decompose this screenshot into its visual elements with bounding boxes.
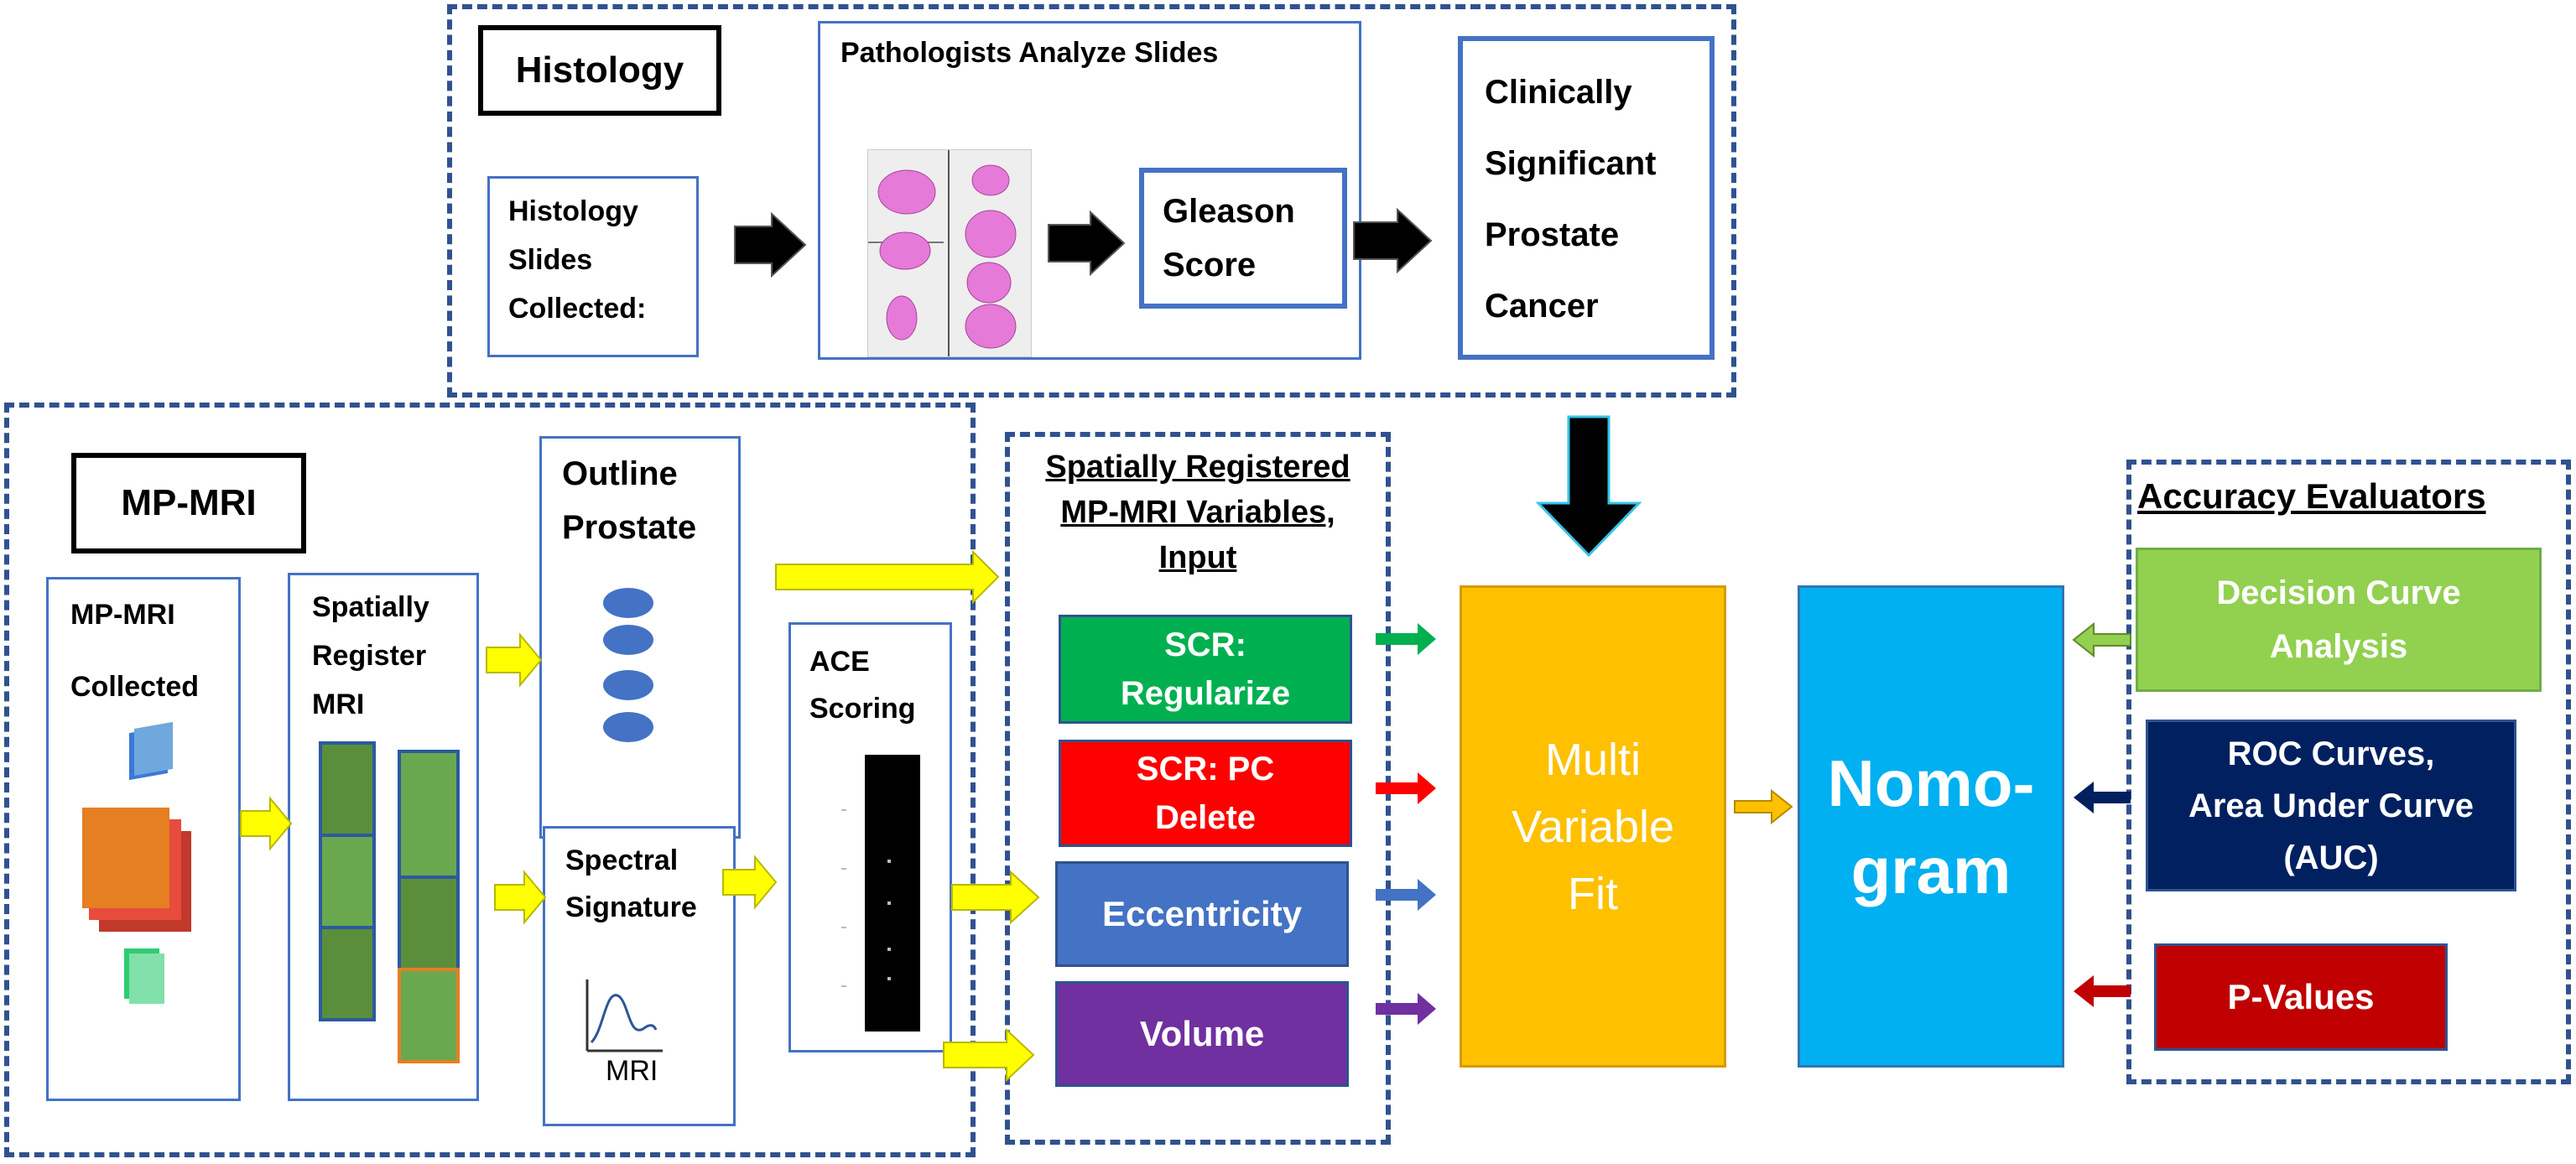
nomogram-box: Nomo- gram: [1798, 585, 2064, 1068]
prostate-outline-shapes: [603, 588, 653, 742]
nomogram-line: gram: [1850, 833, 2011, 907]
spectral-line: Signature: [565, 891, 697, 923]
ace-score-image: [841, 755, 920, 1031]
accuracy-line: Area Under Curve: [2188, 787, 2475, 824]
outline-prostate-box: Outline Prostate: [539, 436, 741, 839]
histology-slide-drawing: [868, 150, 1017, 356]
decision-curve-box: Decision Curve Analysis: [2136, 548, 2542, 692]
fit-line: Variable: [1511, 801, 1675, 852]
accuracy-line: (AUC): [2283, 839, 2379, 876]
registered-mri-image: [319, 741, 460, 1063]
clinical-line: Clinically: [1485, 74, 1632, 111]
register-line: Register: [312, 640, 427, 672]
arrow-orange-icon: [1734, 788, 1793, 825]
mri-stack-image: [82, 721, 191, 1004]
histology-slides-line: Slides: [508, 244, 593, 276]
var-line: Delete: [1154, 799, 1257, 836]
accuracy-title: Accuracy Evaluators: [2137, 476, 2486, 516]
spectral-curve-icon: [585, 980, 663, 1052]
var-line: Eccentricity: [1101, 894, 1303, 933]
ace-line: Scoring: [809, 693, 916, 725]
accuracy-line: P-Values: [2227, 977, 2375, 1016]
multi-variable-fit-box: Multi Variable Fit: [1460, 585, 1726, 1068]
var-line: Regularize: [1120, 675, 1291, 712]
arrow-down-black-icon: [1535, 415, 1642, 558]
accuracy-line: Decision Curve: [2216, 574, 2461, 611]
collected-line: MP-MRI: [70, 599, 175, 631]
variables-title-line: Input: [1158, 540, 1237, 575]
histology-title-text: Histology: [515, 49, 684, 91]
gleason-line: Gleason: [1163, 193, 1295, 230]
nomogram-line: Nomo-: [1827, 746, 2035, 820]
pathologists-box: Pathologists Analyze Slides Gleason Scor…: [818, 21, 1361, 360]
roc-curves-box: ROC Curves, Area Under Curve (AUC): [2146, 720, 2516, 891]
arrow-darkred-icon: [2074, 975, 2131, 1007]
mpmri-region: [4, 403, 976, 1157]
var-box-pc-delete: SCR: PC Delete: [1059, 740, 1352, 847]
outline-line: Outline: [562, 455, 678, 492]
arrow-navy-icon: [2074, 782, 2131, 813]
fit-line: Fit: [1568, 868, 1618, 919]
variables-title: Spatially Registered MP-MRI Variables, I…: [1007, 444, 1389, 580]
histology-slides-line: Histology: [508, 195, 638, 227]
var-box-volume: Volume: [1055, 981, 1349, 1087]
clinical-cancer-box: Clinically Significant Prostate Cancer: [1458, 36, 1715, 360]
register-line: Spatially: [312, 591, 429, 623]
histology-slide-image: [867, 149, 1032, 357]
arrow-lightgreen-icon: [2072, 621, 2131, 658]
outline-line: Prostate: [562, 509, 697, 546]
spectral-line: Spectral: [565, 844, 679, 876]
mpmri-title-text: MP-MRI: [121, 482, 257, 523]
var-line: SCR: PC: [1136, 751, 1275, 787]
accuracy-line: ROC Curves,: [2227, 735, 2435, 772]
spectral-caption: MRI: [606, 1055, 658, 1087]
spectral-signature-box: Spectral Signature MRI: [543, 826, 736, 1126]
histology-title: Histology: [478, 25, 721, 116]
pathologists-title: Pathologists Analyze Slides: [840, 37, 1219, 69]
var-line: SCR:: [1164, 626, 1246, 663]
histology-slides-line: Collected:: [508, 293, 647, 325]
collected-line: Collected: [70, 671, 200, 703]
variables-title-line: MP-MRI Variables,: [1060, 495, 1335, 530]
ace-scoring-box: ACE Scoring: [788, 622, 952, 1052]
ace-line: ACE: [809, 646, 870, 678]
mpmri-title: MP-MRI: [71, 453, 306, 553]
variables-title-line: Spatially Registered: [1045, 449, 1350, 485]
var-line: Volume: [1139, 1014, 1265, 1053]
histology-slides-box: Histology Slides Collected:: [487, 176, 699, 357]
p-values-box: P-Values: [2154, 943, 2448, 1051]
fit-line: Multi: [1544, 734, 1641, 785]
var-box-eccentricity: Eccentricity: [1055, 861, 1349, 967]
clinical-line: Significant: [1485, 145, 1657, 182]
accuracy-region: [2126, 460, 2571, 1084]
histology-region: [447, 4, 1736, 398]
gleason-line: Score: [1163, 247, 1257, 283]
accuracy-line: Analysis: [2269, 628, 2408, 665]
clinical-line: Cancer: [1485, 288, 1599, 325]
register-line: MRI: [312, 689, 365, 720]
mpmri-collected-box: MP-MRI Collected: [46, 577, 241, 1101]
spatially-register-box: Spatially Register MRI: [288, 573, 479, 1101]
var-box-regularize: SCR: Regularize: [1059, 615, 1352, 724]
gleason-score-box: Gleason Score: [1139, 168, 1347, 309]
clinical-line: Prostate: [1485, 216, 1620, 253]
